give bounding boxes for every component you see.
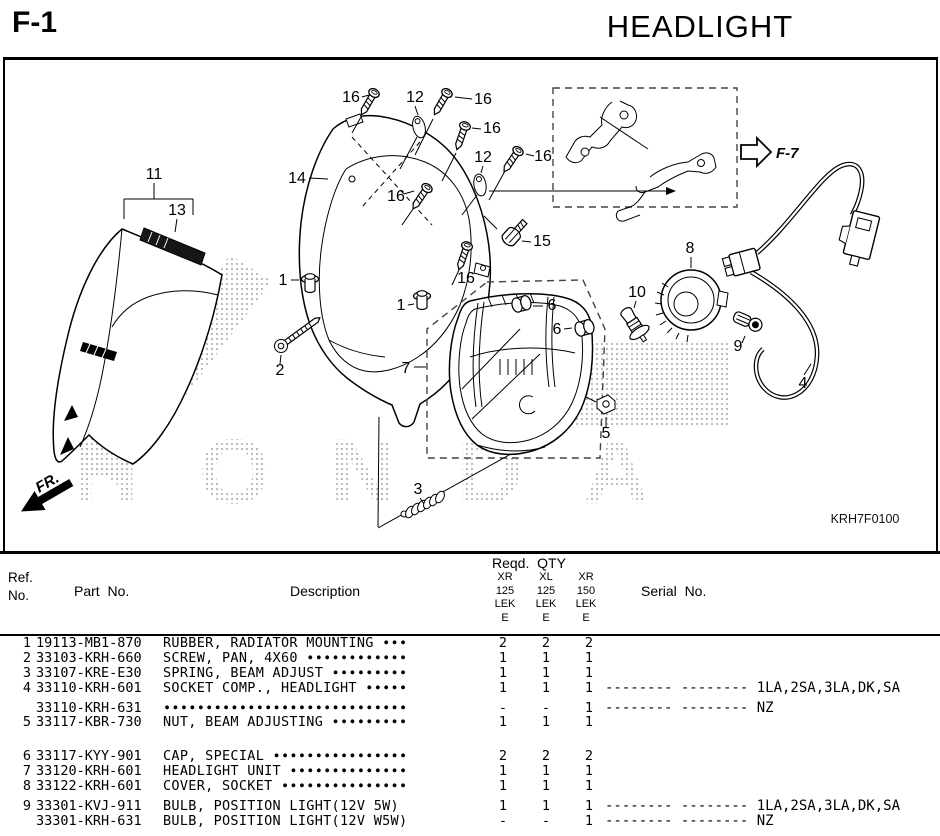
table-row: 6 33117-KYY-901 CAP, SPECIAL ∙∙∙∙∙∙∙∙∙∙∙… bbox=[22, 748, 594, 764]
callout-16d: 16 bbox=[534, 148, 552, 165]
visor-pad-part bbox=[139, 227, 206, 266]
serial-range: -------- -------- 1LA,2SA,3LA,DK,SA bbox=[605, 797, 901, 814]
collar-12-icons bbox=[399, 115, 487, 216]
table-row: 33301-KRH-631 BULB, POSITION LIGHT(12V W… bbox=[36, 812, 774, 829]
callout-11: 11 bbox=[146, 166, 163, 183]
callout-9: 9 bbox=[734, 338, 743, 355]
table-row: 7 33120-KRH-601 HEADLIGHT UNIT ∙∙∙∙∙∙∙∙∙… bbox=[22, 762, 594, 779]
exploded-diagram: HONDA 11 13 bbox=[21, 86, 900, 529]
table-top-rule bbox=[0, 551, 940, 554]
callout-8: 8 bbox=[686, 240, 695, 257]
table-row: 1 19113-MB1-870 RUBBER, RADIATOR MOUNTIN… bbox=[22, 635, 594, 651]
position-bulb-icon bbox=[732, 311, 763, 332]
diagram-frame bbox=[3, 57, 938, 554]
serial-range: -------- -------- 1LA,2SA,3LA,DK,SA bbox=[605, 679, 901, 696]
svg-text:F-7: F-7 bbox=[776, 145, 799, 162]
front-direction-arrow: FR. bbox=[21, 470, 74, 512]
table-row: 5 33117-KBR-730 NUT, BEAM ADJUSTING ∙∙∙∙… bbox=[22, 714, 594, 731]
svg-text:HONDA: HONDA bbox=[72, 421, 709, 523]
front-visor-part bbox=[52, 228, 223, 465]
part-number: 19113-MB1-870 bbox=[36, 635, 142, 651]
col-header-part: Part No. bbox=[74, 583, 130, 599]
callout-6b: 6 bbox=[553, 321, 562, 338]
callout-12a: 12 bbox=[406, 89, 424, 106]
serial-range: -------- -------- NZ bbox=[605, 812, 774, 829]
col-header-qty-group: Reqd. QTY bbox=[492, 555, 566, 571]
part-number: 33110-KRH-631 bbox=[36, 699, 142, 716]
callout-13: 13 bbox=[168, 202, 186, 219]
table-row: 3 33107-KRE-E30 SPRING, BEAM ADJUST ∙∙∙∙… bbox=[22, 664, 594, 681]
parts-table-group-1: 1 19113-MB1-870 RUBBER, RADIATOR MOUNTIN… bbox=[0, 636, 940, 730]
figure-code: KRH7F0100 bbox=[831, 512, 900, 526]
col-header-ref-2: No. bbox=[8, 588, 30, 603]
table-row: 9 33301-KVJ-911 BULB, POSITION LIGHT(12V… bbox=[22, 797, 901, 814]
callout-2: 2 bbox=[276, 362, 285, 379]
f7-cross-ref-arrow: F-7 bbox=[740, 135, 799, 169]
part-number: 33301-KRH-631 bbox=[36, 812, 142, 829]
headlight-bulb-icon bbox=[620, 307, 650, 343]
col-header-ref-1: Ref. bbox=[8, 570, 33, 585]
table-row: 2 33103-KRH-660 SCREW, PAN, 4X60 ∙∙∙∙∙∙∙… bbox=[22, 649, 594, 666]
part-number: 33110-KRH-601 bbox=[36, 679, 142, 696]
serial-range: -------- -------- NZ bbox=[605, 699, 774, 716]
part-number: 33301-KVJ-911 bbox=[36, 797, 142, 814]
table-row: 4 33110-KRH-601 SOCKET COMP., HEADLIGHT … bbox=[22, 679, 901, 696]
callout-1b: 1 bbox=[397, 297, 406, 314]
callout-15: 15 bbox=[533, 233, 551, 250]
beam-spring-icon bbox=[400, 490, 445, 519]
callout-4: 4 bbox=[799, 375, 808, 392]
callout-1a: 1 bbox=[279, 272, 288, 289]
socket-harness-part bbox=[721, 161, 881, 400]
callout-7: 7 bbox=[402, 360, 411, 377]
part-number: 33117-KYY-901 bbox=[36, 748, 142, 764]
callout-12b: 12 bbox=[474, 149, 492, 166]
callout-6a: 6 bbox=[548, 297, 557, 314]
table-row: 8 33122-KRH-601 COVER, SOCKET ∙∙∙∙∙∙∙∙∙∙… bbox=[22, 777, 594, 794]
headlight-unit-part bbox=[448, 292, 594, 456]
stay-bracket-refbox bbox=[489, 87, 738, 222]
screw-16-icons bbox=[351, 86, 526, 286]
callout-16b: 16 bbox=[474, 91, 492, 108]
bolt-15-icon bbox=[483, 215, 528, 247]
callout-3: 3 bbox=[414, 481, 423, 498]
table-row: 33110-KRH-631 ∙∙∙∙∙∙∙∙∙∙∙∙∙∙∙∙∙∙∙∙∙∙∙∙∙∙… bbox=[36, 699, 774, 716]
page-title: HEADLIGHT bbox=[606, 9, 794, 44]
callout-10: 10 bbox=[628, 284, 646, 301]
page-code: F-1 bbox=[12, 6, 57, 39]
callout-16e: 16 bbox=[387, 188, 405, 205]
callout-5: 5 bbox=[602, 425, 611, 442]
table-header-rule bbox=[0, 634, 940, 636]
part-number: 33120-KRH-601 bbox=[36, 762, 142, 779]
unit-boundary bbox=[426, 279, 606, 459]
callout-16f: 16 bbox=[457, 270, 475, 287]
callout-14: 14 bbox=[288, 170, 306, 187]
part-number: 33107-KRE-E30 bbox=[36, 664, 142, 681]
col-header-serial: Serial No. bbox=[641, 583, 707, 599]
part-number: 33122-KRH-601 bbox=[36, 777, 142, 794]
callout-16a: 16 bbox=[342, 89, 360, 106]
col-header-description: Description bbox=[290, 583, 361, 599]
socket-cover-icon bbox=[654, 269, 729, 343]
pan-screw-icon bbox=[274, 317, 321, 353]
part-number: 33117-KBR-730 bbox=[36, 714, 142, 731]
adjust-nut-icon bbox=[585, 394, 616, 415]
callout-16c: 16 bbox=[483, 120, 501, 137]
headlight-shell-part bbox=[298, 113, 492, 428]
parts-table-group-2: 6 33117-KYY-901 CAP, SPECIAL ∙∙∙∙∙∙∙∙∙∙∙… bbox=[0, 749, 940, 828]
part-number: 33103-KRH-660 bbox=[36, 649, 142, 666]
